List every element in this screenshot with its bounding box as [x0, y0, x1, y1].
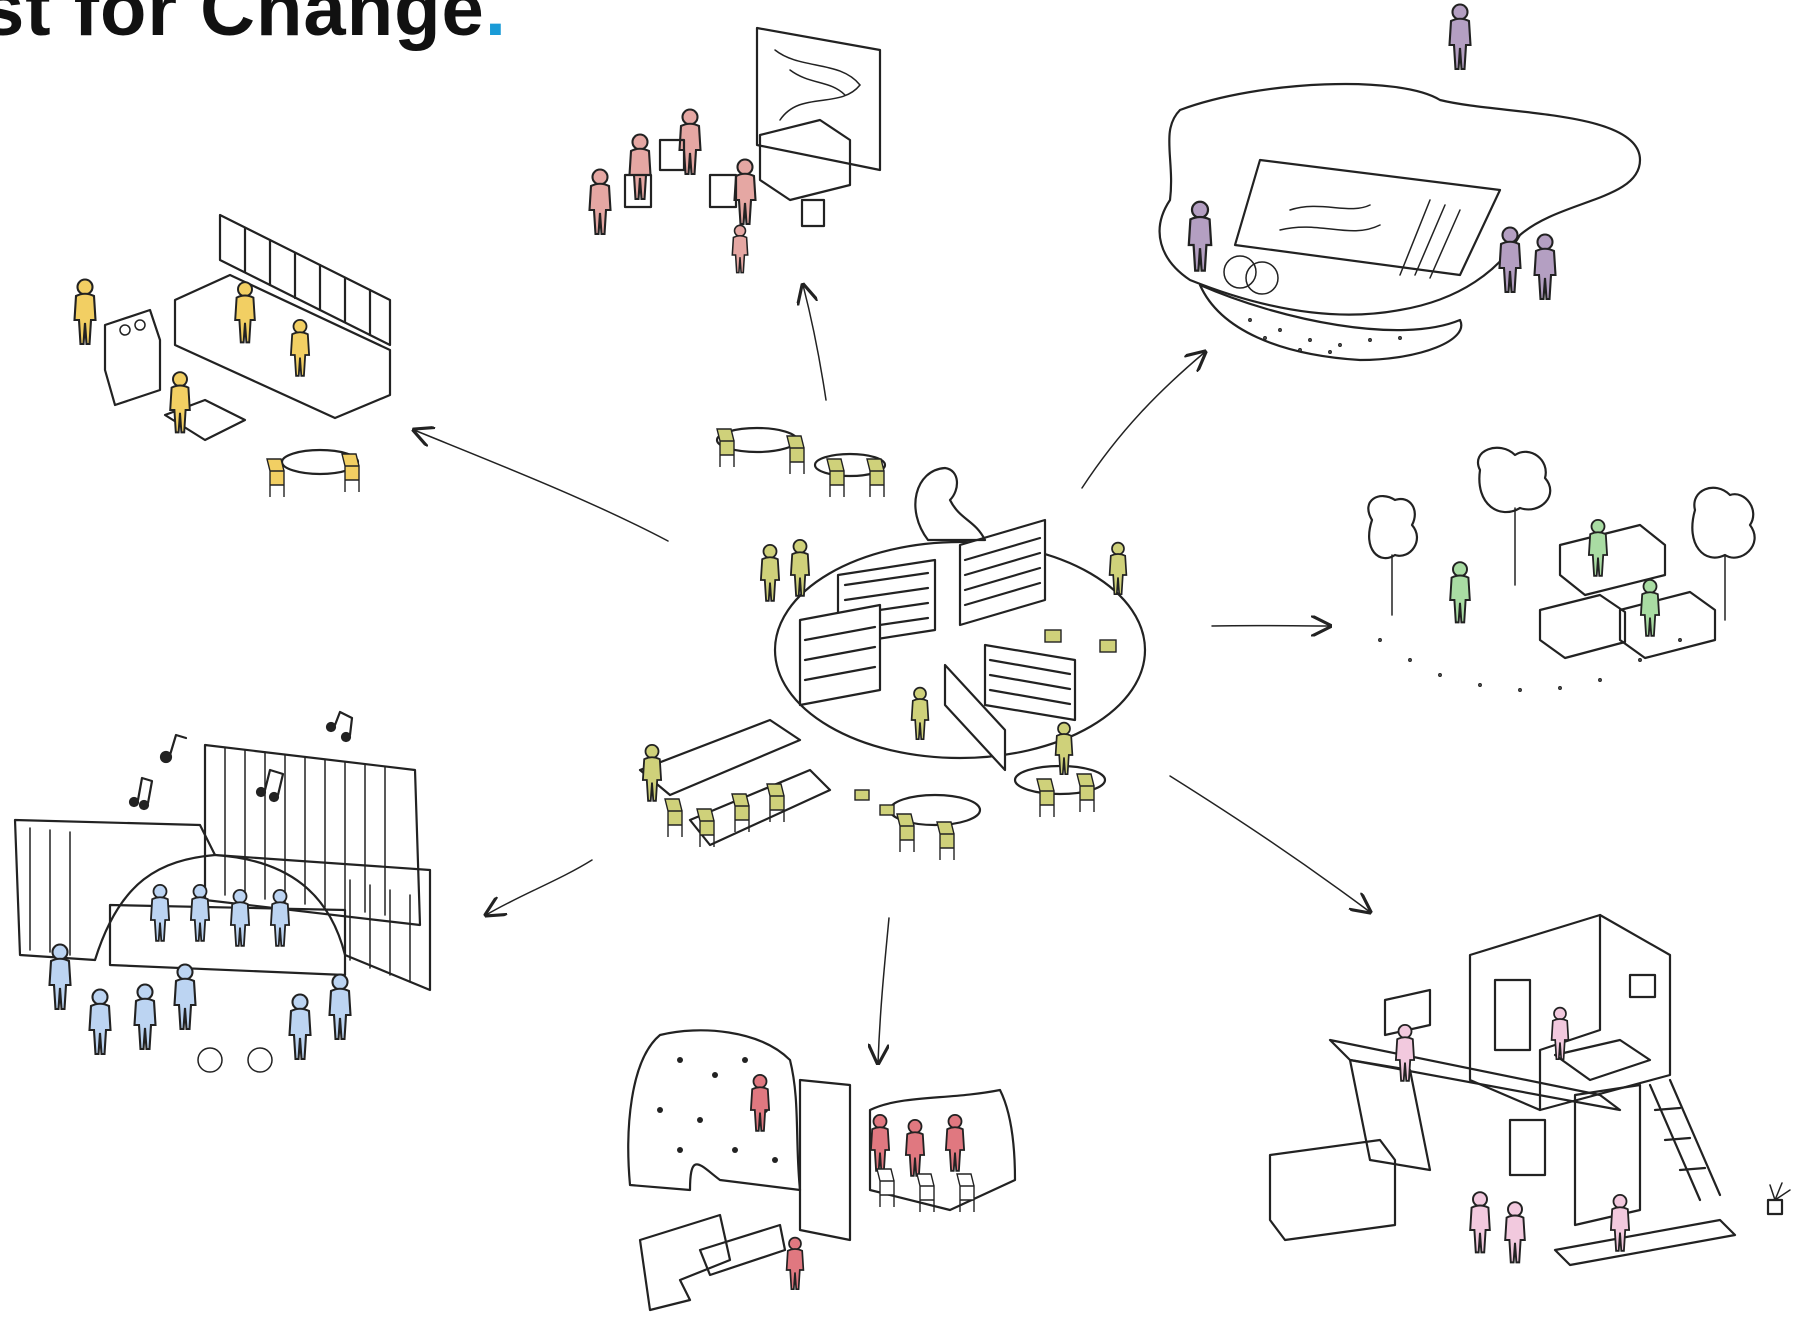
page-title: st for Change.	[0, 0, 507, 53]
pool-sketch	[1158, 3, 1642, 362]
climbing-wall-sketch	[627, 1029, 1017, 1312]
art-studio-sketch	[588, 26, 882, 274]
arrows	[414, 285, 1370, 1063]
title-text: st for Change	[0, 0, 485, 52]
arrow-to-pool	[1081, 352, 1205, 489]
garden-sketch	[1367, 446, 1756, 692]
arrow-to-kitchen	[414, 430, 669, 542]
home-sketch	[1268, 913, 1791, 1267]
kitchen-sketch	[73, 213, 392, 498]
arrow-to-home	[1169, 775, 1370, 912]
arrow-to-climbing	[878, 917, 890, 1063]
theater-sketch	[13, 710, 432, 1073]
hub-floor	[773, 540, 1147, 760]
arrow-to-theater	[486, 859, 593, 915]
hub-library-sketch	[638, 426, 1147, 861]
title-dot: .	[484, 0, 507, 52]
arrow-to-art-studio	[803, 285, 827, 401]
